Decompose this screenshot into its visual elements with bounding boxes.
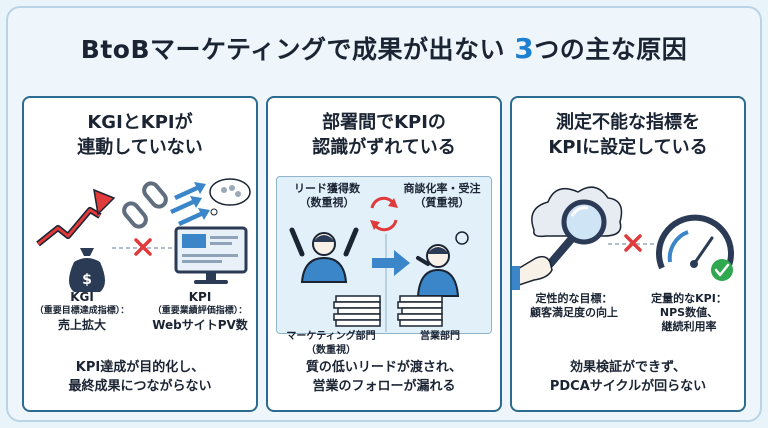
- sales-dept-label: 営業部門: [420, 331, 460, 342]
- title-number: 3: [514, 32, 535, 65]
- paper-stack-icon: [397, 295, 443, 327]
- check-icon: [711, 259, 733, 281]
- cross-mark-icon: [624, 234, 642, 252]
- panel-3-illustration: [512, 186, 734, 290]
- qualitative-goal-label: 定性的な目標： 顧客満足度の向上: [530, 292, 618, 319]
- growth-arrow-icon: [36, 188, 116, 247]
- panel-1-footer: KPI達成が目的化し、 最終成果につながらない: [68, 360, 212, 394]
- panel-2-title: 部署間でKPIの 認識がずれている: [312, 112, 456, 158]
- panel-2-illustration: [289, 196, 469, 332]
- panel-kgi-kpi: KGIとKPIが 連動していない $: [22, 96, 258, 412]
- money-bag-icon: $: [69, 248, 105, 292]
- panel-1-title: KGIとKPIが 連動していない: [77, 112, 203, 158]
- panel-1-illustration: $: [36, 178, 251, 292]
- department-comparison-box: [276, 176, 492, 334]
- thought-cloud-icon: [209, 178, 251, 216]
- kgi-label: KGI （重要目標達成指標）： 売上拡大: [34, 290, 130, 332]
- sales-person-icon: [416, 231, 469, 297]
- panel-2-footer: 質の低いリードが渡され、 営業のフォローが漏れる: [305, 360, 463, 394]
- page-title: BtoBマーケティングで成果が出ない 3つの主な原因: [0, 30, 768, 66]
- marketing-person-icon: [289, 227, 359, 283]
- hand-icon: [512, 255, 553, 290]
- deal-rate-label: 商談化率・受注 （質重視）: [403, 182, 481, 209]
- panel-3-footer: 効果検証ができず、 PDCAサイクルが回らない: [549, 360, 707, 394]
- svg-text:$: $: [82, 272, 92, 288]
- speedometer-icon: [656, 214, 734, 270]
- paper-stack-icon: [333, 295, 381, 327]
- panel-unmeasurable-metrics: 測定不能な指標を KPIに設定している: [510, 96, 746, 412]
- lead-count-label: リード獲得数 （数重視）: [294, 182, 360, 209]
- right-arrow-icon: [372, 250, 410, 276]
- magnifier-icon: [546, 199, 607, 268]
- marketing-dept-label: マーケティング部門 （数重視）: [286, 331, 376, 356]
- computer-monitor-icon: [174, 226, 248, 284]
- trend-arrows: [170, 182, 210, 226]
- panel-department-gap: 部署間でKPIの 認識がずれている リード獲得数 （数重視） 商談化率・受注 （…: [266, 96, 502, 412]
- panel-3-title: 測定不能な指標を KPIに設定している: [548, 112, 708, 158]
- quantitative-kpi-label: 定量的なKPI： NPS数値、 継続利用率: [651, 292, 727, 333]
- title-suffix: つの主な原因: [534, 35, 688, 64]
- cycle-arrows-icon: [370, 196, 398, 232]
- title-prefix: BtoBマーケティングで成果が出ない: [80, 35, 515, 64]
- cross-mark-icon: [134, 238, 152, 256]
- kpi-label: KPI （重要業績評価指標）： WebサイトPV数: [152, 290, 248, 332]
- broken-chain-icon: [122, 181, 168, 229]
